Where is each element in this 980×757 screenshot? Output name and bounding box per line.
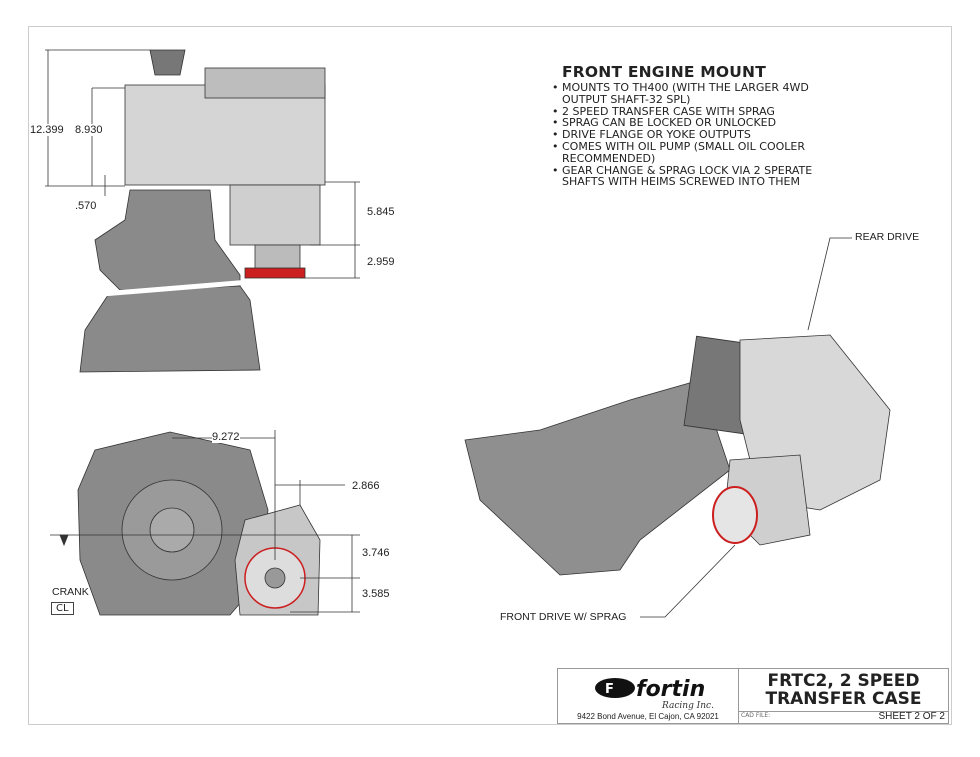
dim-vertical-lower: 3.585 [362, 588, 390, 600]
title-block: 9422 Bond Avenue, El Cajon, CA 92021 FRT… [557, 668, 949, 724]
dim-offset: .570 [75, 200, 97, 212]
dim-overall-height: 12.399 [30, 124, 64, 136]
centerline-label: CL [51, 602, 74, 615]
svg-text:Racing Inc.: Racing Inc. [661, 701, 714, 711]
side-view-transfer-case [124, 49, 326, 279]
title-block-divider [739, 711, 948, 712]
dim-side-offset: 2.866 [352, 480, 380, 492]
sheet-number: SHEET 2 OF 2 [878, 711, 945, 722]
rear-drive-label: REAR DRIVE [855, 231, 920, 243]
drawing-sheet-border [28, 26, 952, 725]
fortin-logo: F fortin Racing Inc. [595, 677, 714, 711]
dim-horizontal-offset: 9.272 [212, 431, 240, 443]
svg-text:F: F [605, 682, 614, 697]
company-address: 9422 Bond Avenue, El Cajon, CA 92021 [577, 712, 719, 721]
notes-title: FRONT ENGINE MOUNT [562, 63, 766, 81]
dimension-lines-side [45, 49, 360, 279]
note-item: COMES WITH OIL PUMP (SMALL OIL COOLER RE… [551, 141, 841, 165]
logo-area: 9422 Bond Avenue, El Cajon, CA 92021 [558, 669, 739, 723]
crank-label: CRANK [52, 586, 89, 598]
title-line-2: TRANSFER CASE [765, 689, 922, 709]
dim-case-height: 8.930 [75, 124, 103, 136]
title-line-1: FRTC2, 2 SPEED [767, 671, 920, 691]
dimension-lines-front [50, 430, 360, 613]
side-view-transmission [79, 189, 261, 373]
isometric-view-assembly [464, 334, 891, 576]
note-item: SPRAG CAN BE LOCKED OR UNLOCKED [551, 117, 841, 129]
front-drive-label: FRONT DRIVE W/ SPRAG [500, 611, 627, 623]
note-item: DRIVE FLANGE OR YOKE OUTPUTS [551, 129, 841, 141]
note-item: 2 SPEED TRANSFER CASE WITH SPRAG [551, 105, 841, 118]
note-item: GEAR CHANGE & SPRAG LOCK VIA 2 SPERATE S… [551, 164, 841, 189]
svg-text:fortin: fortin [636, 677, 705, 702]
note-item: MOUNTS TO TH400 (WITH THE LARGER 4WD OUT… [551, 82, 841, 106]
front-view-transmission [77, 431, 321, 616]
notes-block: FRONT ENGINE MOUNT MOUNTS TO TH400 (WITH… [551, 63, 841, 188]
drawing-title: FRTC2, 2 SPEED TRANSFER CASE [739, 669, 948, 711]
dim-flange-height: 2.959 [367, 256, 395, 268]
cad-file-label: CAD FILE: [741, 712, 771, 719]
dim-output-height: 5.845 [367, 206, 395, 218]
leader-lines [640, 237, 852, 618]
dim-vertical-upper: 3.746 [362, 547, 390, 559]
